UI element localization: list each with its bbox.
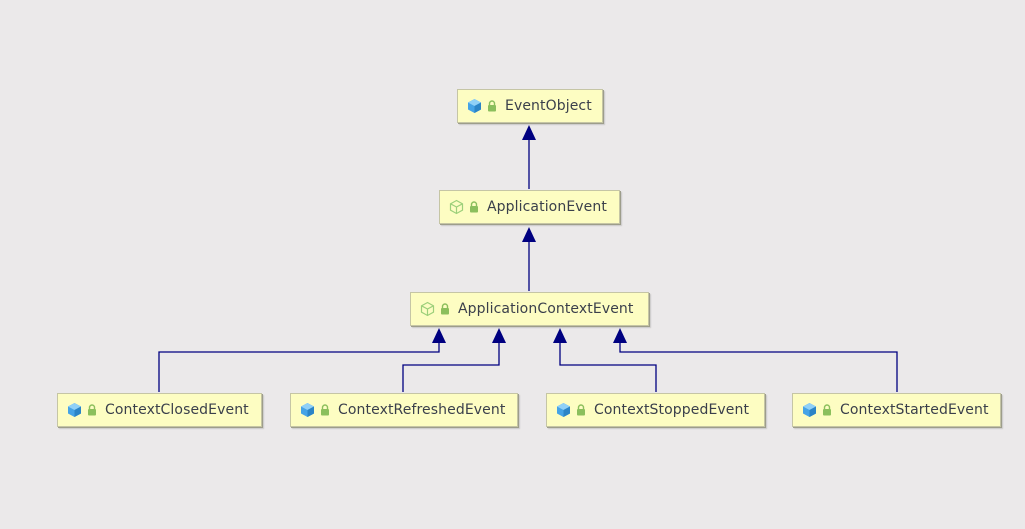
- class-label: ApplicationEvent: [487, 199, 607, 215]
- lock-icon: [86, 402, 98, 418]
- edge-application-context-event-to-application-event: [522, 227, 536, 291]
- class-icon: [466, 98, 482, 114]
- class-node-context-started-event[interactable]: ContextStartedEvent: [792, 393, 1001, 427]
- class-label: ContextStoppedEvent: [594, 402, 750, 418]
- class-icon: [555, 402, 571, 418]
- class-icon: [66, 402, 82, 418]
- edge-context-closed-event-to-application-context-event: [158, 328, 446, 392]
- class-label: ApplicationContextEvent: [458, 301, 634, 317]
- class-node-application-context-event[interactable]: ApplicationContextEvent: [410, 292, 649, 326]
- class-node-context-stopped-event[interactable]: ContextStoppedEvent: [546, 393, 765, 427]
- edge-context-stopped-event-to-application-context-event: [553, 328, 657, 392]
- class-icon: [299, 402, 315, 418]
- class-node-context-refreshed-event[interactable]: ContextRefreshedEvent: [290, 393, 518, 427]
- class-node-application-event[interactable]: ApplicationEvent: [439, 190, 620, 224]
- edge-application-event-to-event-object: [522, 125, 536, 189]
- class-label: ContextStartedEvent: [840, 402, 989, 418]
- lock-icon: [821, 402, 833, 418]
- lock-icon: [468, 199, 480, 215]
- class-icon: [801, 402, 817, 418]
- lock-icon: [439, 301, 451, 317]
- class-label: EventObject: [505, 98, 592, 114]
- lock-icon: [319, 402, 331, 418]
- edge-context-started-event-to-application-context-event: [613, 328, 898, 392]
- class-label: ContextClosedEvent: [105, 402, 249, 418]
- class-label: ContextRefreshedEvent: [338, 402, 506, 418]
- lock-icon: [486, 98, 498, 114]
- class-node-event-object[interactable]: EventObject: [457, 89, 603, 123]
- abstract-class-icon: [419, 301, 435, 317]
- lock-icon: [575, 402, 587, 418]
- abstract-class-icon: [448, 199, 464, 215]
- edge-context-refreshed-event-to-application-context-event: [402, 328, 506, 392]
- class-node-context-closed-event[interactable]: ContextClosedEvent: [57, 393, 262, 427]
